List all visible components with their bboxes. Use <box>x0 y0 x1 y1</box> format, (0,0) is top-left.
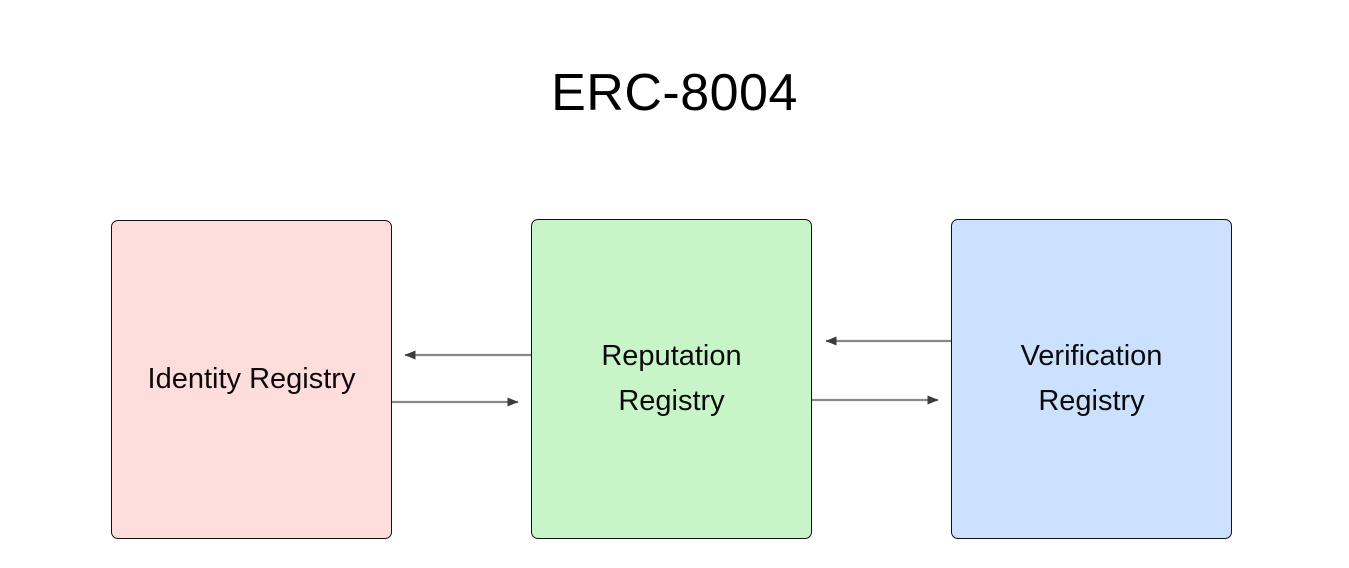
node-verification-registry[interactable]: Verification Registry <box>951 219 1232 539</box>
page-title: ERC-8004 <box>551 64 798 122</box>
node-verification-registry-label: Verification Registry <box>1020 340 1163 417</box>
node-identity-registry-label: Identity Registry <box>147 363 356 395</box>
node-reputation-registry-label: Reputation Registry <box>601 340 742 417</box>
node-reputation-registry[interactable]: Reputation Registry <box>531 219 812 539</box>
node-identity-registry[interactable]: Identity Registry <box>111 220 392 539</box>
